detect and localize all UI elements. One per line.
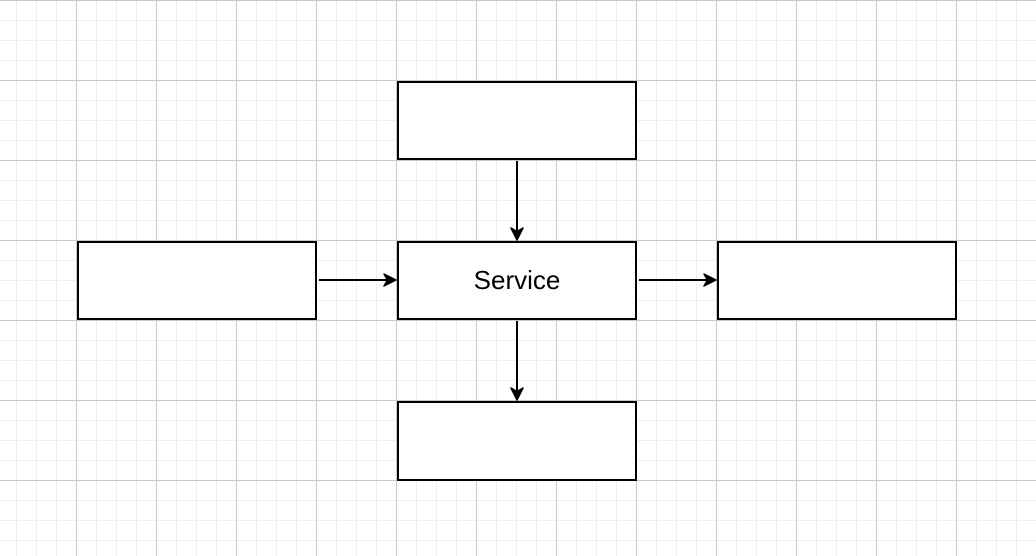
diagram-node-service[interactable]: Service <box>397 241 637 320</box>
node-label-service: Service <box>473 264 561 295</box>
diagram-node-right[interactable] <box>717 241 957 320</box>
diagram-node-left[interactable] <box>77 241 317 320</box>
diagram-node-bottom[interactable] <box>397 401 637 481</box>
diagram-node-top[interactable] <box>397 81 637 160</box>
